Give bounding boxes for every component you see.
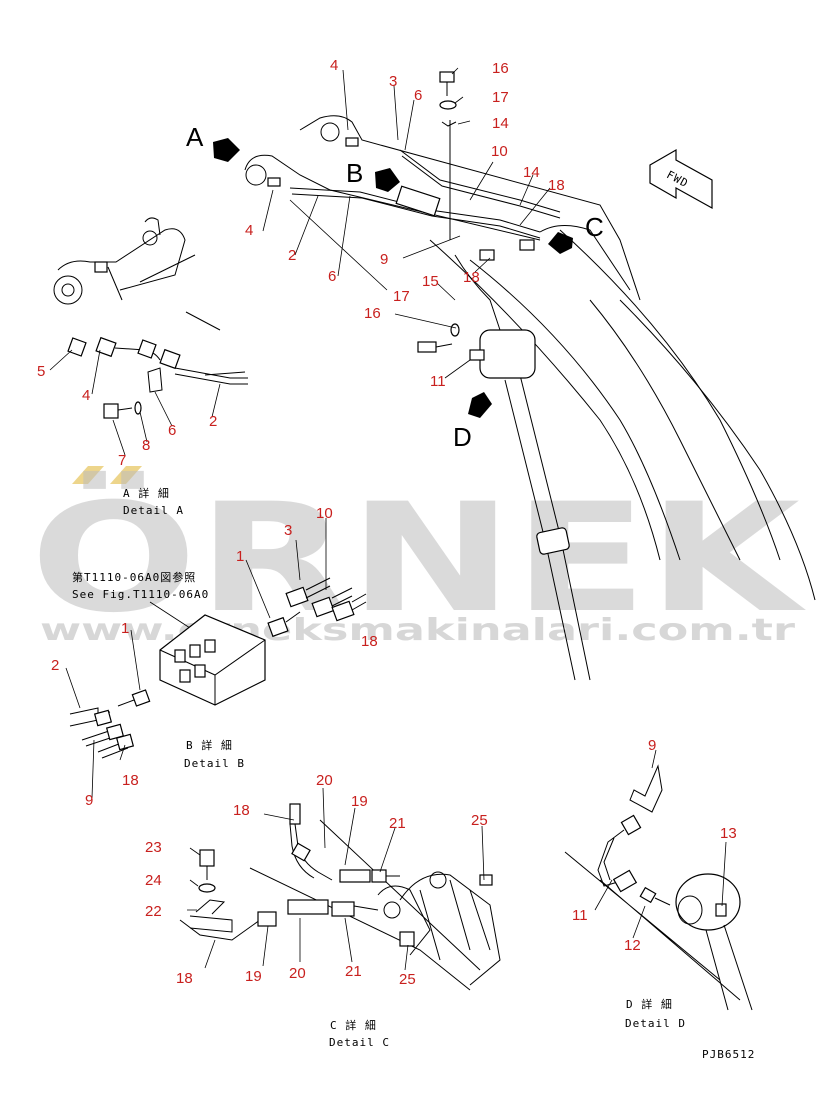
callout-b-9: 9	[85, 792, 93, 809]
fwd-indicator: FWD	[649, 148, 713, 210]
callout-main-10: 10	[491, 143, 508, 160]
see-fig-en: See Fig.T1110-06A0	[72, 588, 209, 601]
callout-c-20b: 20	[289, 965, 306, 982]
detail-a-title-jp: A 詳 細	[123, 486, 170, 500]
callout-main-4a: 4	[330, 57, 338, 74]
callout-a-4: 4	[82, 387, 90, 404]
callout-a-6: 6	[168, 422, 176, 439]
callout-main-15: 15	[422, 273, 439, 290]
callout-b-2: 2	[51, 657, 59, 674]
main-assembly: FWD A B C D 4 3 6 16 17 14 10 14 18 4 2 …	[186, 57, 816, 681]
callout-b-1b: 1	[121, 620, 129, 637]
watermark-brand: ÖRNEK	[30, 470, 806, 646]
callout-c-25a: 25	[471, 812, 488, 829]
callout-main-4b: 4	[245, 222, 253, 239]
callout-c-25b: 25	[399, 971, 416, 988]
callout-c-22: 22	[145, 903, 162, 920]
callout-a-5: 5	[37, 363, 45, 380]
callout-a-7: 7	[118, 452, 126, 469]
callout-main-14b: 14	[523, 164, 540, 181]
arrow-b	[375, 168, 400, 192]
view-marker-b: B	[346, 158, 363, 188]
detail-b: 第T1110-06A0図参照 See Fig.T1110-06A0 3 10 1…	[51, 505, 378, 809]
callout-c-21a: 21	[389, 815, 406, 832]
detail-d: 9 13 11 12 D 詳 細 Detail D	[564, 737, 753, 1030]
callout-main-17b: 17	[393, 288, 410, 305]
callout-main-17: 17	[492, 89, 509, 106]
callout-c-20a: 20	[316, 772, 333, 789]
detail-b-title-jp: B 詳 細	[186, 738, 233, 752]
arrow-c	[548, 232, 573, 254]
callout-c-21b: 21	[345, 963, 362, 980]
callout-c-19a: 19	[351, 793, 368, 810]
callout-a-2: 2	[209, 413, 217, 430]
view-marker-a: A	[186, 122, 204, 152]
callout-main-3: 3	[389, 73, 397, 90]
detail-d-title-jp: D 詳 細	[626, 997, 673, 1011]
detail-c-title-jp: C 詳 細	[330, 1018, 377, 1032]
watermark: ÖRNEK www.orneksmakinalari.com.tr	[30, 466, 806, 648]
callout-main-16: 16	[492, 60, 509, 77]
callout-main-18b: 18	[463, 269, 480, 286]
callout-main-6a: 6	[414, 87, 422, 104]
callout-main-2: 2	[288, 247, 296, 264]
arrow-d	[468, 392, 492, 418]
callout-b-3: 3	[284, 522, 292, 539]
callout-d-9: 9	[648, 737, 656, 754]
view-marker-c: C	[585, 212, 604, 242]
callout-c-18b: 18	[176, 970, 193, 987]
detail-a-title-en: Detail A	[123, 504, 184, 517]
callout-c-19b: 19	[245, 968, 262, 985]
callout-main-14a: 14	[492, 115, 509, 132]
drawing-code: PJB6512	[702, 1048, 755, 1061]
callout-main-6b: 6	[328, 268, 336, 285]
view-marker-d: D	[453, 422, 472, 452]
callout-c-24: 24	[145, 872, 162, 889]
callout-main-11: 11	[430, 373, 446, 390]
detail-a: 5 4 7 8 6 2 A 詳 細 Detail A	[37, 217, 248, 517]
callout-main-9: 9	[380, 251, 388, 268]
callout-d-13: 13	[720, 825, 737, 842]
callout-a-8: 8	[142, 437, 150, 454]
detail-b-title-en: Detail B	[184, 757, 245, 770]
callout-b-1a: 1	[236, 548, 244, 565]
callout-b-18a: 18	[361, 633, 378, 650]
watermark-url: www.orneksmakinalari.com.tr	[40, 613, 795, 648]
detail-c: 20 19 21 25 18 23 24 22 18 19 20 21 25 C…	[145, 772, 501, 1049]
callout-c-18a: 18	[233, 802, 250, 819]
callout-d-11: 11	[572, 907, 588, 924]
callout-b-18b: 18	[122, 772, 139, 789]
detail-d-title-en: Detail D	[625, 1017, 686, 1030]
callout-main-18a: 18	[548, 177, 565, 194]
callout-main-16b: 16	[364, 305, 381, 322]
callout-d-12: 12	[624, 937, 641, 954]
see-fig-jp: 第T1110-06A0図参照	[72, 570, 196, 584]
callout-c-23: 23	[145, 839, 162, 856]
detail-c-title-en: Detail C	[329, 1036, 390, 1049]
callout-b-10: 10	[316, 505, 333, 522]
arrow-a	[213, 138, 240, 162]
